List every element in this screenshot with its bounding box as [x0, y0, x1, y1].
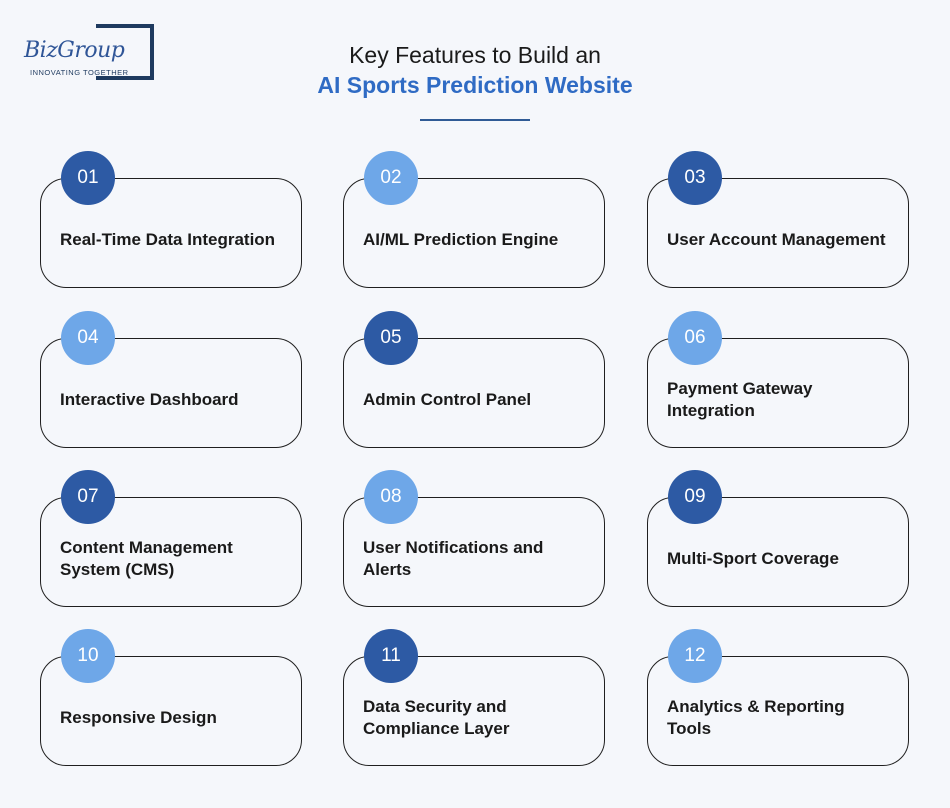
feature-number-badge: 09	[668, 470, 722, 524]
feature-number-badge: 04	[61, 311, 115, 365]
feature-number-badge: 10	[61, 629, 115, 683]
page-title-highlight: AI Sports Prediction Website	[317, 72, 633, 98]
feature-number-badge: 06	[668, 311, 722, 365]
feature-label: Responsive Design	[60, 708, 217, 727]
feature-card-02: AI/ML Prediction Engine	[343, 178, 605, 288]
feature-number-badge: 05	[364, 311, 418, 365]
page-title: Key Features to Build an	[349, 42, 601, 68]
feature-label: Multi-Sport Coverage	[667, 549, 839, 568]
feature-card-04: Interactive Dashboard	[40, 338, 302, 448]
feature-label: AI/ML Prediction Engine	[363, 230, 559, 249]
feature-number-badge: 08	[364, 470, 418, 524]
feature-label: Real-Time Data Integration	[60, 230, 276, 249]
feature-number-badge: 11	[364, 629, 418, 683]
logo-frame	[96, 24, 154, 80]
feature-number-badge: 02	[364, 151, 418, 205]
feature-label: User Notifications and Alerts	[363, 538, 544, 579]
feature-label: Interactive Dashboard	[60, 390, 239, 409]
feature-label: Payment Gateway Integration	[667, 379, 813, 420]
feature-label: Admin Control Panel	[363, 390, 532, 409]
title-divider	[420, 119, 530, 121]
feature-number-badge: 12	[668, 629, 722, 683]
feature-label: Data Security and Compliance Layer	[363, 697, 510, 738]
logo-wordmark: BizGroup	[24, 38, 125, 63]
brand-logo[interactable]: BizGroup INNOVATING TOGETHER	[22, 24, 156, 84]
feature-label: Content Management System (CMS)	[60, 538, 233, 579]
feature-label: User Account Management	[667, 230, 886, 249]
feature-number-badge: 01	[61, 151, 115, 205]
feature-number-badge: 03	[668, 151, 722, 205]
logo-tagline: INNOVATING TOGETHER	[30, 68, 129, 77]
feature-number-badge: 07	[61, 470, 115, 524]
feature-label: Analytics & Reporting Tools	[667, 697, 845, 738]
